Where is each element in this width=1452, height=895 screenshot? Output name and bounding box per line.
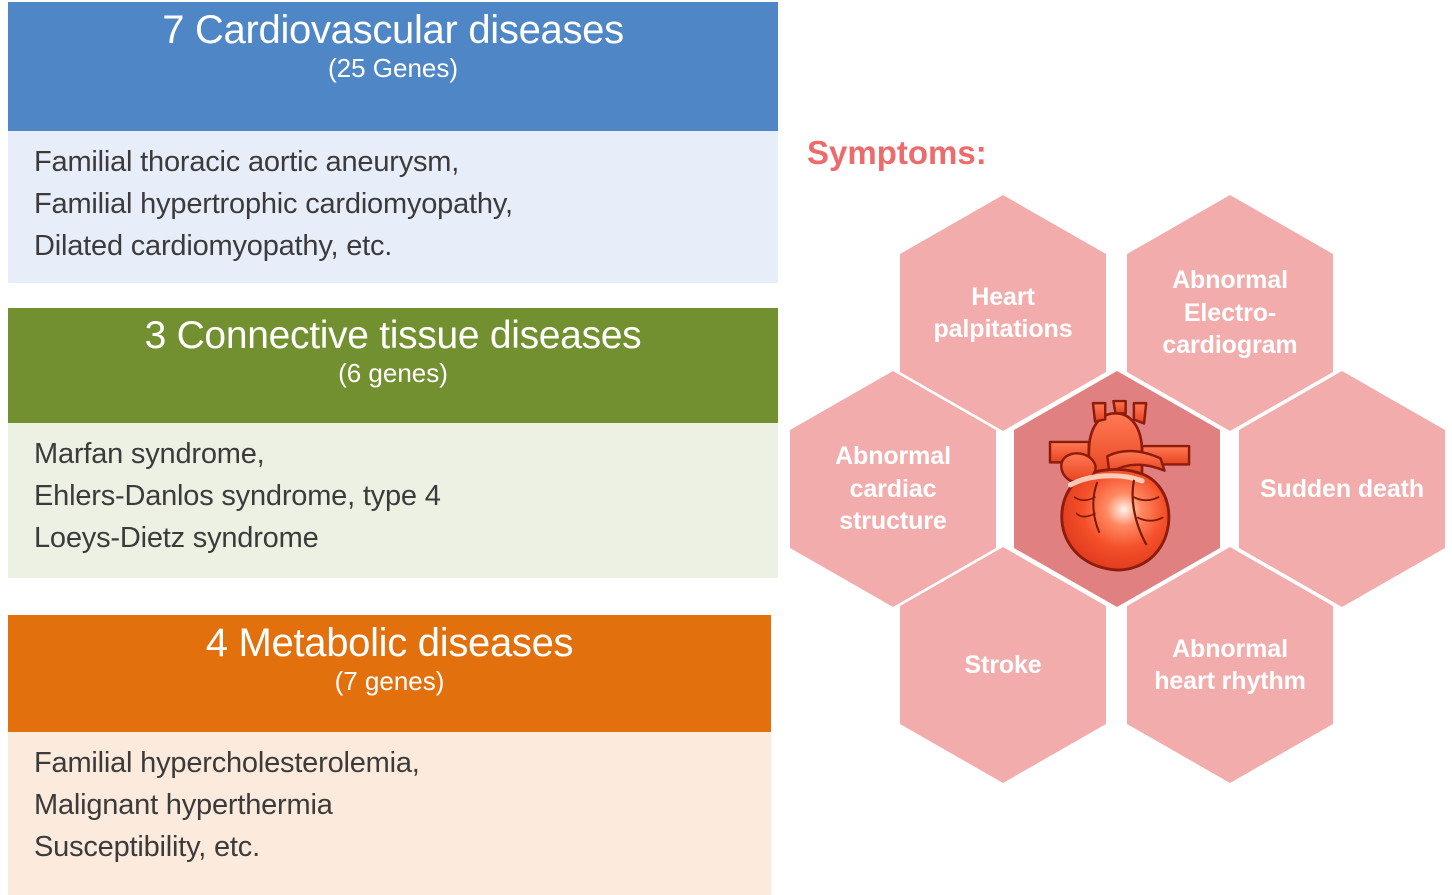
symptom-label: Heart palpitations <box>933 282 1073 344</box>
disease-panel-metabolic: 4 Metabolic diseases (7 genes) Familial … <box>8 615 771 895</box>
symptom-label: Stroke <box>964 650 1042 679</box>
disease-panel-list: 7 Cardiovascular diseases (25 Genes) Fam… <box>8 0 790 895</box>
panel-header-cardiovascular: 7 Cardiovascular diseases (25 Genes) <box>8 2 778 131</box>
panel-line: Susceptibility, etc. <box>34 831 260 864</box>
panel-line: Dilated cardiomyopathy, etc. <box>34 230 393 263</box>
symptom-honeycomb: Heart palpitations Abnormal Electro- car… <box>790 195 1452 895</box>
symptom-label: Abnormal heart rhythm <box>1154 634 1306 696</box>
disease-panel-connective-tissue: 3 Connective tissue diseases (6 genes) M… <box>8 308 778 578</box>
panel-line: Familial hypertrophic cardiomyopathy, <box>34 188 513 221</box>
panel-title: 3 Connective tissue diseases <box>144 314 642 357</box>
panel-body-metabolic: Familial hypercholesterolemia, Malignant… <box>8 732 771 895</box>
disease-panel-cardiovascular: 7 Cardiovascular diseases (25 Genes) Fam… <box>8 2 778 283</box>
panel-header-connective-tissue: 3 Connective tissue diseases (6 genes) <box>8 308 778 423</box>
panel-line: Malignant hyperthermia <box>34 789 333 822</box>
panel-line: Ehlers-Danlos syndrome, type 4 <box>34 480 441 513</box>
symptom-label: Sudden death <box>1259 474 1425 503</box>
panel-line: Marfan syndrome, <box>34 438 265 470</box>
panel-title: 4 Metabolic diseases <box>205 621 574 665</box>
symptom-hex-abnormal-electrocardiogram: Abnormal Electro- cardiogram <box>1127 195 1333 431</box>
panel-header-metabolic: 4 Metabolic diseases (7 genes) <box>8 615 771 732</box>
anatomical-heart-icon <box>1048 399 1190 572</box>
panel-gene-count: (7 genes) <box>334 665 445 696</box>
panel-body-connective-tissue: Marfan syndrome, Ehlers-Danlos syndrome,… <box>8 423 778 578</box>
symptom-label: Abnormal cardiac structure <box>835 442 951 536</box>
symptom-hex-sudden-death: Sudden death <box>1239 371 1445 607</box>
symptoms-section: Symptoms: Heart palpitations Abnormal El… <box>790 0 1452 895</box>
panel-title: 7 Cardiovascular diseases <box>162 8 624 52</box>
symptoms-heading: Symptoms: <box>807 134 987 171</box>
panel-line: Loeys-Dietz syndrome <box>34 522 319 555</box>
panel-body-cardiovascular: Familial thoracic aortic aneurysm, Famil… <box>8 131 778 283</box>
symptom-label: Abnormal Electro- cardiogram <box>1162 266 1298 360</box>
panel-line: Familial thoracic aortic aneurysm, <box>34 146 460 178</box>
panel-gene-count: (6 genes) <box>338 357 448 388</box>
panel-line: Familial hypercholesterolemia, <box>34 747 420 779</box>
panel-gene-count: (25 Genes) <box>327 52 459 83</box>
symptom-hex-center-heart <box>1014 371 1220 607</box>
symptom-hex-abnormal-heart-rhythm: Abnormal heart rhythm <box>1127 547 1333 783</box>
